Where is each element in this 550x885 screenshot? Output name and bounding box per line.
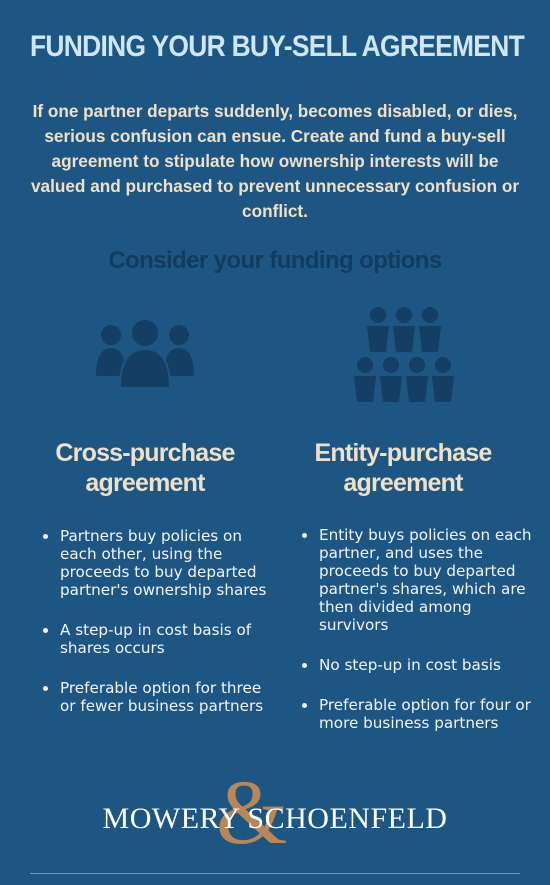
group-of-three-people-icon — [94, 318, 196, 390]
list-item: Entity buys policies on each partner, an… — [302, 526, 534, 634]
list-item: Partners buy policies on each other, usi… — [43, 527, 275, 599]
company-logo: & MOWERY SCHOENFELD — [0, 766, 550, 858]
logo-ampersand: & — [216, 761, 288, 863]
many-people-grid-icon — [352, 306, 456, 404]
page-title: FUNDING YOUR BUY-SELL AGREEMENT — [30, 30, 525, 63]
list-item: Preferable option for three or fewer bus… — [43, 679, 275, 715]
section-subheading: Consider your funding options — [108, 247, 442, 274]
footer-divider — [30, 873, 520, 874]
cross-purchase-bullet-list: Partners buy policies on each other, usi… — [43, 527, 275, 737]
list-item: A step-up in cost basis of shares occurs — [43, 621, 275, 657]
list-item: Preferable option for four or more busin… — [302, 696, 534, 732]
list-item: No step-up in cost basis — [302, 656, 534, 674]
entity-purchase-bullet-list: Entity buys policies on each partner, an… — [302, 526, 534, 754]
logo-wordmark: MOWERY SCHOENFELD — [102, 802, 448, 835]
entity-purchase-heading: Entity-purchase agreement — [314, 439, 493, 497]
intro-paragraph: If one partner departs suddenly, becomes… — [30, 101, 520, 221]
cross-purchase-heading: Cross-purchase agreement — [55, 439, 235, 497]
